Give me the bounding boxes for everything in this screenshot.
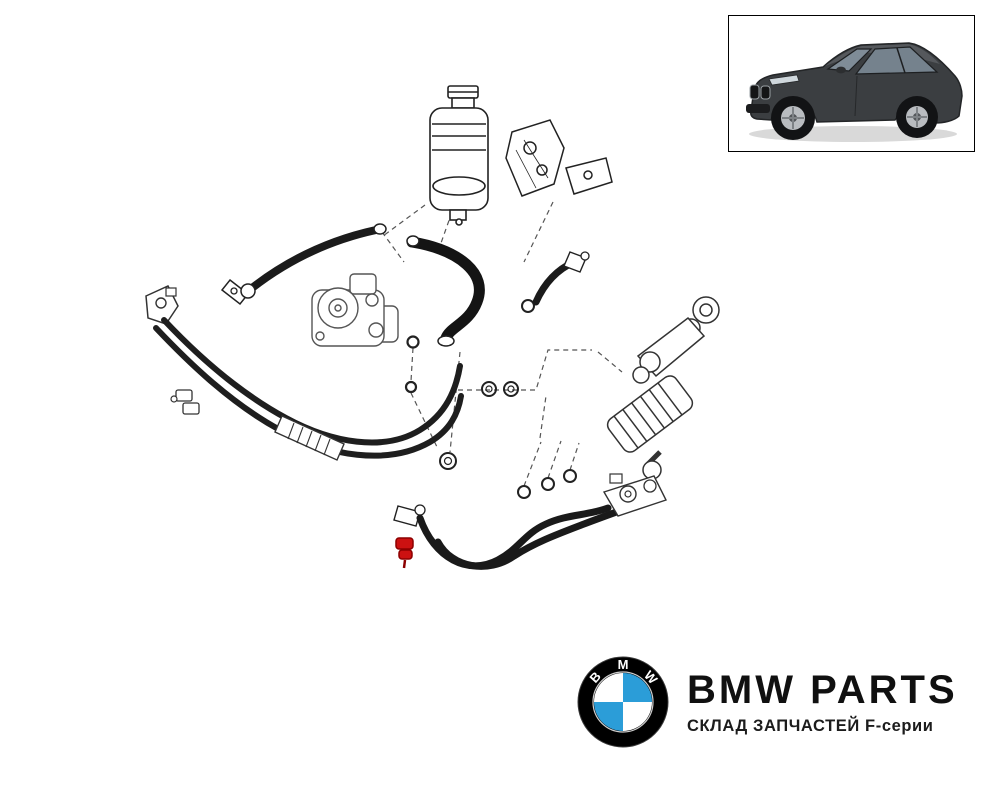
bmw-roundel-logo: B M W: [577, 656, 669, 748]
roundel-quadrant-tl: [594, 673, 623, 702]
brand-subtitle: СКЛАД ЗАПЧАСТЕЙ F-серии: [687, 716, 934, 735]
leader-lines: [381, 201, 623, 487]
upper-hose: [220, 223, 387, 306]
suction-hose: [406, 235, 485, 347]
car-headlight: [768, 74, 800, 86]
pump-assembly: [311, 273, 399, 347]
feed-pipe: [532, 251, 590, 306]
car-mirror: [836, 66, 846, 74]
parts-diagram: [145, 85, 720, 570]
rear-wheel: [896, 96, 938, 138]
kidney-grille-right: [760, 85, 771, 100]
car-intake: [746, 104, 770, 113]
o-rings: [404, 299, 577, 499]
branding: B M W BMW PARTS СКЛАД ЗАПЧАСТЕЙ F-серии: [577, 652, 977, 752]
car-photo: [746, 42, 963, 142]
front-wheel: [771, 96, 815, 140]
brand-title: BMW PARTS: [687, 667, 958, 712]
car-door-line: [854, 75, 858, 117]
roundel-quadrant-br-fix: [623, 702, 652, 731]
cooler-pipes: [393, 473, 667, 570]
return-hoses: [145, 285, 464, 461]
roundel-letter-m: M: [618, 657, 629, 672]
fluid-reservoir: [429, 85, 489, 226]
kidney-grille-left: [749, 84, 760, 100]
roundel-quadrant-bl: [594, 702, 623, 731]
vehicle-thumbnail[interactable]: [728, 15, 975, 152]
roundel-inner-edge: [592, 671, 654, 733]
parts-diagram-area: [100, 60, 780, 620]
steering-rack: [606, 296, 720, 480]
roundel-quadrant-tr: [623, 673, 652, 702]
highlighted-part[interactable]: [395, 537, 414, 569]
car-side-glass: [854, 46, 939, 75]
mounting-bracket: [505, 119, 613, 197]
